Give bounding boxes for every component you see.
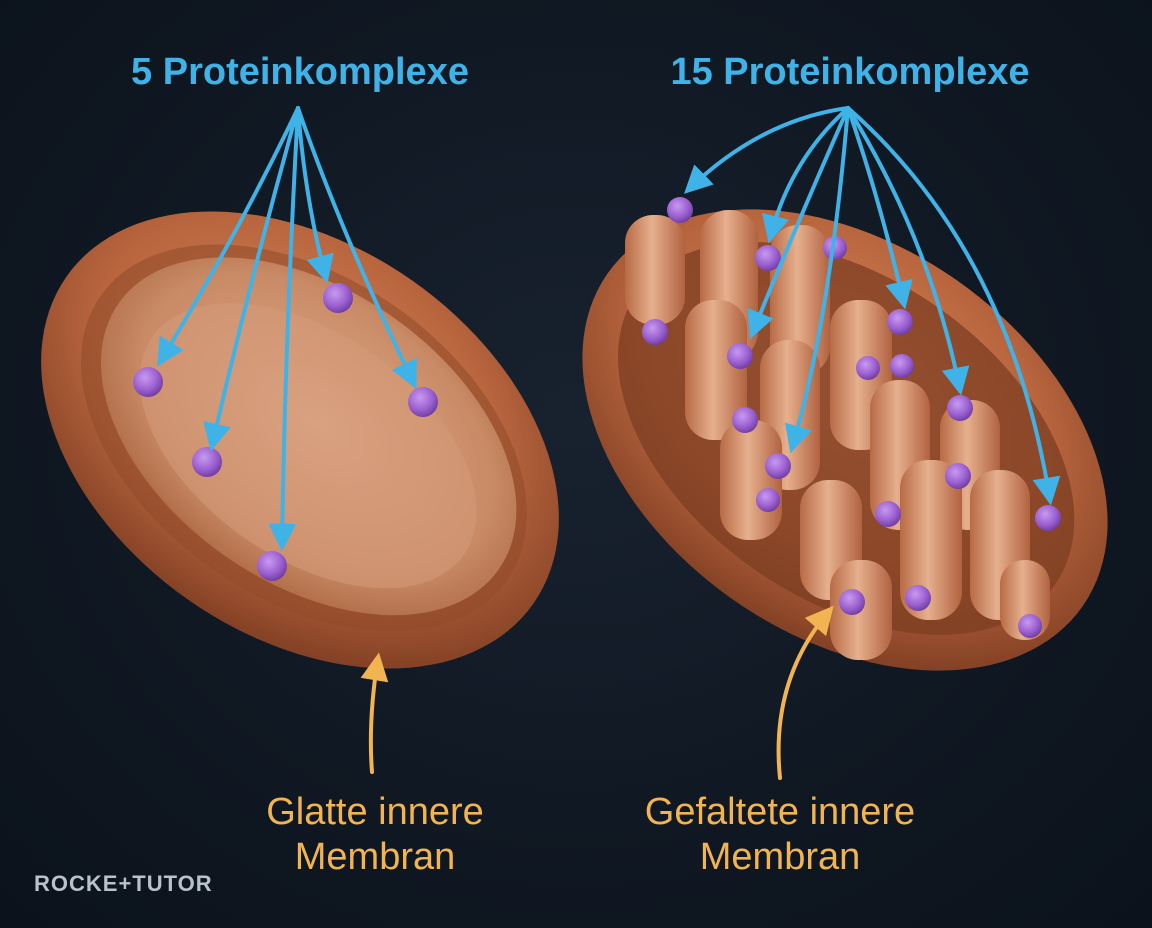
folded-mitochondrion [582, 209, 1108, 671]
label-smooth-inner-membrane: Glatte innere Membran [220, 790, 530, 880]
label-line: Membran [294, 835, 456, 878]
label-line: Membran [699, 835, 861, 878]
arrows-right [683, 106, 1061, 506]
label-line: Glatte innere [266, 791, 484, 833]
label-folded-inner-membrane: Gefaltete innere Membran [600, 790, 960, 880]
arrows-gold [360, 605, 834, 780]
protein-complex [408, 387, 438, 417]
protein-complex [133, 367, 163, 397]
protein-complexes-left [133, 283, 438, 581]
protein-complex [257, 551, 287, 581]
brand-logo: ROCKE+TUTOR [34, 871, 213, 896]
label-line: Gefaltete innere [644, 791, 916, 833]
protein-complex [323, 283, 353, 313]
arrows-left [157, 106, 417, 552]
label-left-protein-count: 5 Proteinkomplexe [131, 51, 469, 93]
protein-complexes-right [642, 197, 1061, 638]
smooth-mitochondrion [41, 211, 559, 669]
protein-complex [192, 447, 222, 477]
cristae-folds [625, 210, 1050, 660]
label-right-protein-count: 15 Proteinkomplexe [670, 51, 1030, 93]
